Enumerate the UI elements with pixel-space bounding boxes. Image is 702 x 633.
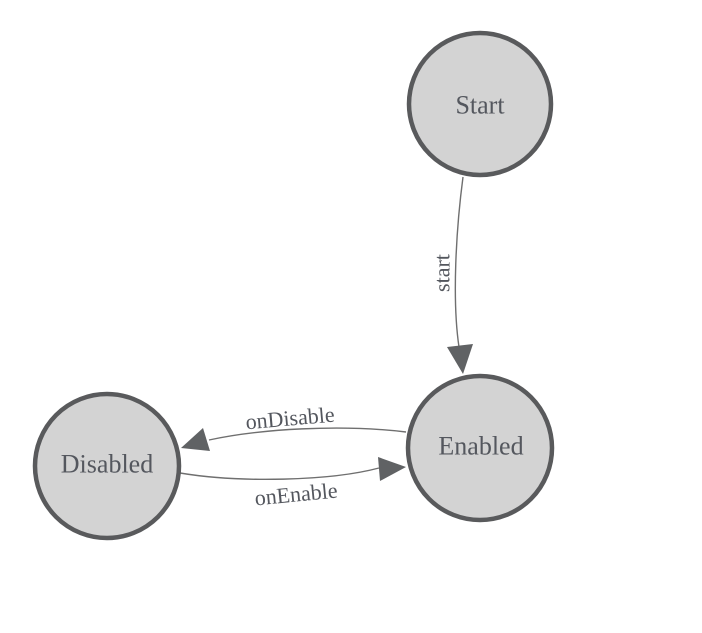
transition-onenable[interactable]: onEnable <box>179 457 406 511</box>
transition-label-start: start <box>430 254 455 292</box>
transition-ondisable[interactable]: onDisable <box>181 402 407 451</box>
arrowhead-icon <box>378 457 406 481</box>
state-label-start: Start <box>455 91 505 120</box>
transition-start-path[interactable] <box>454 176 464 348</box>
state-node-enabled[interactable]: Enabled <box>405 373 555 523</box>
transition-label-onenable: onEnable <box>253 478 338 511</box>
arrowhead-icon <box>447 344 473 374</box>
state-circle-enabled[interactable] <box>405 373 555 523</box>
state-label-enabled: Enabled <box>438 432 523 461</box>
transition-label-ondisable: onDisable <box>244 402 335 435</box>
state-label-disabled: Disabled <box>61 450 153 479</box>
state-node-disabled[interactable]: Disabled <box>32 391 182 541</box>
transition-onenable-path[interactable] <box>179 467 380 481</box>
transition-start[interactable]: start <box>430 176 474 374</box>
transition-ondisable-path[interactable] <box>208 427 407 441</box>
arrowhead-icon <box>181 428 210 451</box>
state-circle-start[interactable] <box>406 30 554 178</box>
state-node-start[interactable]: Start <box>406 30 554 178</box>
state-circle-disabled[interactable] <box>32 391 182 541</box>
